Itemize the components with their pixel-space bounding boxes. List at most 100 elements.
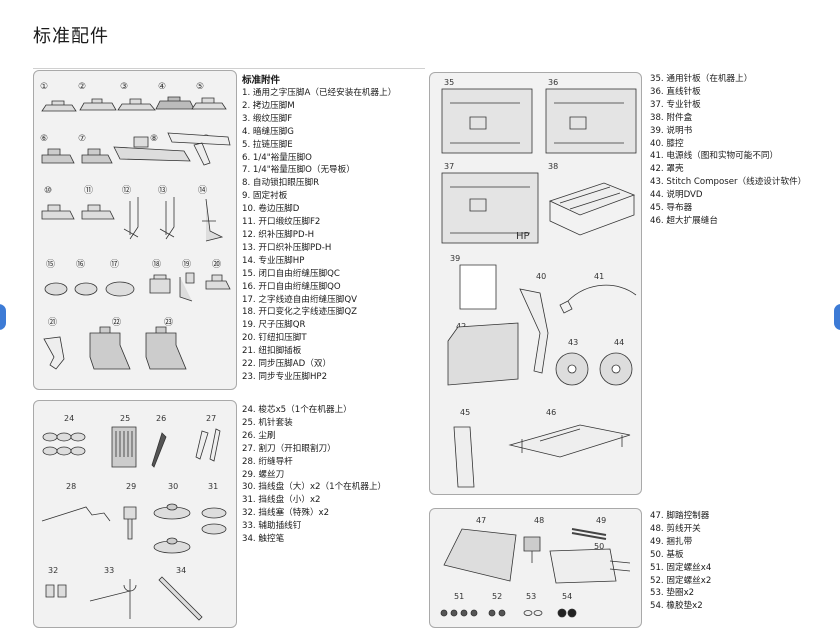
list-item: 24. 梭芯x5（1个在机器上） [242,405,352,415]
list-item: 47. 脚踏控制器 [650,511,710,521]
standard-accessories-list: 标准附件 1. 通用之字压脚A（已经安装在机器上） 2. 拷边压脚M 3. 缎纹… [242,74,396,384]
label-53: 53 [526,592,536,601]
label-13: ⑬ [158,185,167,196]
label-25: 25 [120,414,130,423]
list-item: 5. 拉链压脚E [242,139,293,150]
label-15: ⑮ [46,259,55,270]
list-item: 12. 织补压脚PD-H [242,229,315,240]
label-48: 48 [534,516,544,525]
label-28: 28 [66,482,76,491]
list-item: 19. 尺子压脚QR [242,320,306,331]
small-accessories-list: 24. 梭芯x5（1个在机器上） 25. 机针套装 26. 尘刷 27. 割刀（… [242,404,386,546]
label-1: ① [40,82,48,92]
label-40: 40 [536,272,546,281]
list-item: 33. 辅助插线钉 [242,521,302,532]
presser-feet-illustration: ① ② ③ ④ ⑤ ⑥ ⑦ ⑧ ⑨ ⑩ ⑪ ⑫ ⑬ ⑭ [40,82,231,370]
plates-accessories-illustration: 35 36 37 38 HP 39 40 41 42 43 44 45 [441,78,637,488]
label-19: ⑲ [182,259,191,270]
list-item: 45. 导布器 [650,203,693,214]
list-item: 26. 尘刷 [242,430,276,441]
list-item: 30. 挡线盘（大）x2（1个在机器上） [242,482,387,493]
label-12: ⑫ [122,185,131,196]
foot-control-illustration: 47 48 49 50 51 52 53 54 [440,516,631,618]
list-item: 7. 1/4"裕量压脚O（无导板） [242,165,355,176]
small-accessories-panel: 24 25 26 27 28 29 30 31 32 33 34 [33,400,237,628]
list-item: 46. 超大扩展缝台 [650,215,718,226]
label-10: ⑩ [44,186,52,196]
list-item: 2. 拷边压脚M [242,100,295,111]
list-item: 52. 固定螺丝x2 [650,575,712,586]
label-34: 34 [176,566,186,575]
previous-page-handle[interactable] [0,304,6,330]
label-49: 49 [596,516,606,525]
label-45: 45 [460,408,470,417]
list-item: 49. 捆扎带 [650,536,693,547]
title-divider [33,68,425,69]
list-item: 14. 专业压脚HP [242,255,305,266]
label-5: ⑤ [196,82,204,92]
list-item: 53. 垫圈x2 [650,588,695,599]
label-50: 50 [594,542,604,551]
list-item: 48. 剪线开关 [650,523,701,534]
label-17: ⑰ [110,259,119,270]
list-item: 43. Stitch Composer（线迹设计软件） [650,177,807,188]
list-item: 22. 同步压脚AD（双） [242,359,332,370]
foot-control-list: 47. 脚踏控制器 48. 剪线开关 49. 捆扎带 50. 基板 51. 固定… [650,510,711,613]
list-item: 4. 暗缝压脚G [242,126,294,137]
foot-control-panel: 47 48 49 50 51 52 53 54 [429,508,642,628]
list-heading: 标准附件 [242,75,281,86]
label-47: 47 [476,516,486,525]
label-2: ② [78,82,86,92]
label-39: 39 [450,254,460,263]
label-36: 36 [548,78,558,87]
label-8: ⑧ [150,134,158,144]
list-item: 31. 挡线盘（小）x2 [242,495,321,506]
list-item: 40. 膝控 [650,138,684,149]
label-31: 31 [208,482,218,491]
label-22: ㉒ [112,317,121,328]
label-33: 33 [104,566,114,575]
list-item: 34. 触控笔 [242,534,285,545]
label-54: 54 [562,592,572,601]
label-18: ⑱ [152,259,161,270]
list-item: 11. 开口缎纹压脚F2 [242,217,321,228]
presser-feet-panel: ① ② ③ ④ ⑤ ⑥ ⑦ ⑧ ⑨ ⑩ ⑪ ⑫ ⑬ ⑭ [33,70,237,390]
label-52: 52 [492,592,502,601]
label-24: 24 [64,414,74,423]
label-32: 32 [48,566,58,575]
label-37: 37 [444,162,454,171]
label-35: 35 [444,78,454,87]
list-item: 28. 绗缝导杆 [242,456,293,467]
label-4: ④ [158,82,166,92]
list-item: 38. 附件盒 [650,112,693,123]
list-item: 8. 自动锁扣眼压脚R [242,178,320,189]
list-item: 21. 纽扣脚插板 [242,346,302,357]
label-38: 38 [548,162,558,171]
label-43: 43 [568,338,578,347]
label-11: ⑪ [84,185,93,196]
small-accessories-illustration: 24 25 26 27 28 29 30 31 32 33 34 [41,414,227,621]
label-21: ㉑ [48,317,57,328]
list-item: 6. 1/4"裕量压脚O [242,152,312,163]
list-item: 37. 专业针板 [650,99,701,110]
label-20: ⑳ [212,259,221,270]
plates-accessories-list: 35. 通用针板（在机器上） 36. 直线针板 37. 专业针板 38. 附件盒… [650,73,806,228]
label-6: ⑥ [40,134,48,144]
list-item: 39. 说明书 [650,125,693,136]
label-44: 44 [614,338,624,347]
list-item: 1. 通用之字压脚A（已经安装在机器上） [242,88,397,98]
plates-accessories-panel: 35 36 37 38 HP 39 40 41 42 43 44 45 [429,72,642,495]
list-item: 13. 开口织补压脚PD-H [242,242,332,253]
list-item: 50. 基板 [650,549,684,560]
list-item: 23. 同步专业压脚HP2 [242,371,328,382]
list-item: 15. 闭口自由绗缝压脚QC [242,268,340,279]
list-item: 51. 固定螺丝x4 [650,562,712,573]
list-item: 25. 机针套装 [242,417,293,428]
list-item: 54. 橡胶垫x2 [650,601,703,612]
page-title: 标准配件 [33,26,109,47]
list-item: 29. 螺丝刀 [242,469,285,480]
list-item: 42. 罩壳 [650,164,684,175]
label-14: ⑭ [198,185,207,196]
next-page-handle[interactable] [834,304,840,330]
label-16: ⑯ [76,259,85,270]
